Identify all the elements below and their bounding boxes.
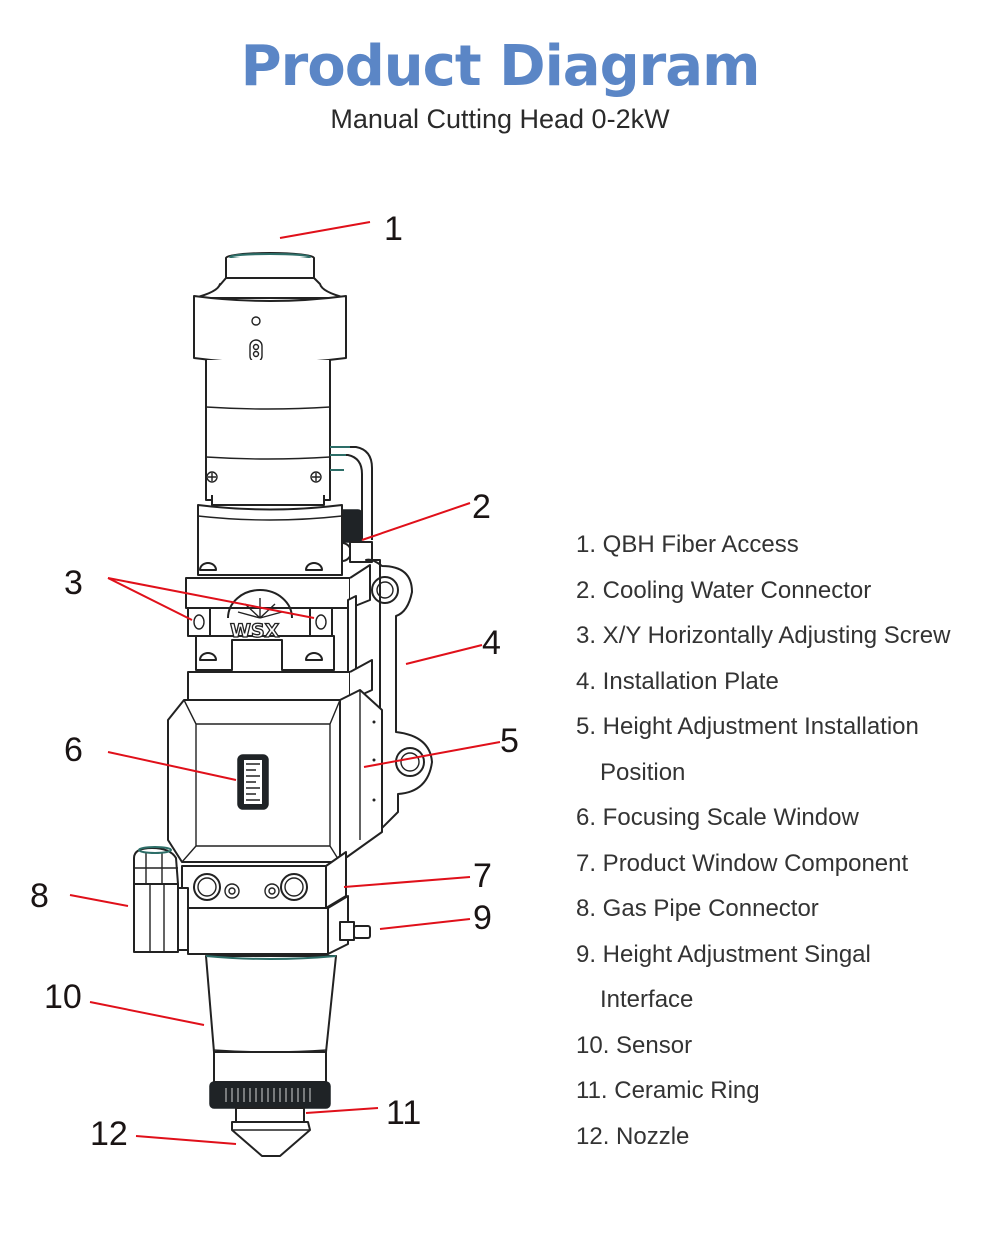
leader-line-5 (363, 741, 501, 768)
callout-10: 10 (44, 978, 82, 1016)
legend-item: 7. Product Window Component (576, 849, 909, 877)
nozzle-part (231, 1107, 311, 1157)
legend-item: 1. QBH Fiber Access (576, 531, 799, 558)
legend-item: 8. Gas Pipe Connector (576, 895, 819, 922)
legend-item-continuation: Position (600, 758, 686, 786)
legend-item: 12. Nozzle (576, 1122, 690, 1150)
callout-2: 2 (472, 488, 491, 526)
product-window-component-part (181, 851, 347, 909)
legend-item: 10. Sensor (576, 1031, 693, 1059)
gas-pipe-connector-part (133, 846, 189, 953)
brand-logo: WSX (230, 620, 280, 642)
callout-4: 4 (482, 624, 501, 662)
callout-3: 3 (64, 564, 83, 602)
leader-line-4 (405, 644, 483, 665)
leader-line-2 (361, 502, 471, 541)
callout-6: 6 (64, 731, 83, 769)
parts-legend: 1. QBH Fiber Access 2. Cooling Water Con… (576, 522, 996, 1159)
leader-line-6 (107, 751, 237, 781)
legend-item: 5. Height Adjustment Installation (576, 713, 919, 740)
legend-item: 6. Focusing Scale Window (576, 804, 859, 831)
legend-item: 11. Ceramic Ring (576, 1077, 760, 1104)
callout-9: 9 (473, 899, 492, 937)
legend-item-continuation: Interface (600, 986, 694, 1013)
callout-7: 7 (473, 857, 492, 895)
leader-line-3b (107, 577, 315, 619)
callout-1: 1 (384, 210, 403, 248)
ceramic-ring-part (209, 1081, 331, 1109)
page-title: Product Diagram (240, 34, 761, 99)
callout-12: 12 (90, 1115, 128, 1153)
lower-block-part (187, 895, 371, 955)
upper-barrel-part (205, 360, 331, 506)
sensor-part (205, 955, 337, 1083)
legend-item: 2. Cooling Water Connector (576, 576, 872, 604)
legend-item: 9. Height Adjustment Singal (576, 940, 871, 968)
callout-11: 11 (386, 1094, 421, 1132)
middle-collar-part (197, 504, 343, 576)
leader-line-10 (89, 1001, 205, 1026)
leader-line-3a (107, 577, 193, 621)
leader-line-8 (69, 894, 129, 907)
main-body-part (167, 659, 383, 864)
leader-line-7 (343, 876, 471, 888)
legend-item: 3. X/Y Horizontally Adjusting Screw (576, 622, 951, 649)
legend-item: 4. Installation Plate (576, 667, 779, 695)
leader-line-11 (305, 1107, 379, 1114)
page-subtitle: Manual Cutting Head 0-2kW (330, 104, 670, 134)
callout-5: 5 (500, 722, 519, 760)
leader-line-9 (379, 918, 471, 930)
callout-8: 8 (30, 877, 49, 915)
leader-line-12 (135, 1135, 237, 1145)
qbh-fiber-access-part (193, 252, 347, 364)
leader-line-1 (279, 221, 371, 239)
